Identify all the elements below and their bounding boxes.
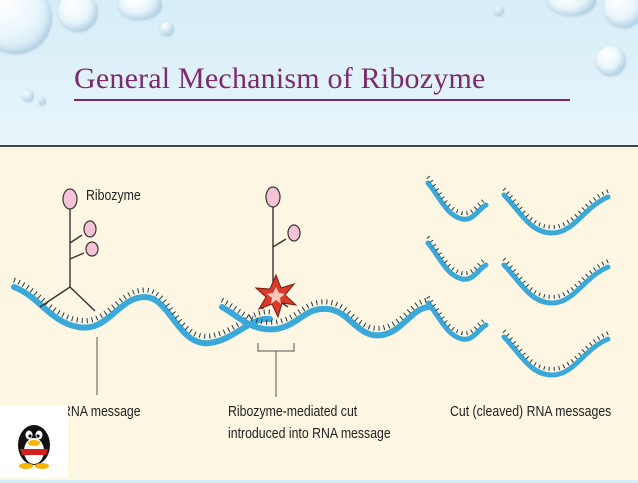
rna-fragment [425,240,489,282]
penguin-logo [0,405,68,478]
panel-cleaved-rna [425,175,611,378]
droplet-decoration [494,6,504,16]
title-underline [74,99,570,101]
rna-fragment [425,300,489,342]
ribozyme-loop [83,220,97,238]
caption-ribozyme-cut: Ribozyme-mediated cut [228,403,358,420]
droplet-decoration [0,0,52,54]
droplet-decoration [596,46,626,76]
rna-bases [220,297,431,331]
caption-rna-message: RNA message [62,403,141,420]
ribozyme-loop [85,241,99,257]
mechanism-diagram [11,175,611,397]
ribozyme-loop [62,188,78,210]
rna-fragment [501,334,611,378]
rna-strand [11,284,273,347]
droplet-decoration [604,0,638,28]
ribozyme [39,207,96,312]
ribozyme-loop [287,224,301,242]
ribozyme-label: Ribozyme [86,187,141,204]
slide-title: General Mechanism of Ribozyme [74,62,486,95]
rna-fragment [501,262,611,306]
rna-strand [219,304,433,339]
penguin-icon [18,425,50,469]
caption-cleaved-rna: Cut (cleaved) RNA messages [450,403,612,420]
droplet-decoration [38,97,46,105]
ribozyme-mechanism-figure: Ribozyme RNA message Ribozyme-mediated c… [0,145,638,480]
droplet-decoration [22,90,34,102]
ribozyme-loop [265,186,281,208]
panel-rna-message [11,188,273,395]
droplet-decoration [118,0,162,20]
panel-ribozyme-cut [219,186,433,397]
droplet-decoration [160,22,174,36]
droplet-decoration [58,0,98,32]
rna-bases [13,277,271,339]
cut-site-bracket [257,343,295,397]
rna-fragment [501,192,611,236]
rna-fragment [425,180,489,222]
caption-ribozyme-cut-line2: introduced into RNA message [228,425,391,442]
rna-fragment-bases [426,175,609,372]
droplet-decoration [548,0,596,16]
cut-star-core [267,287,285,304]
